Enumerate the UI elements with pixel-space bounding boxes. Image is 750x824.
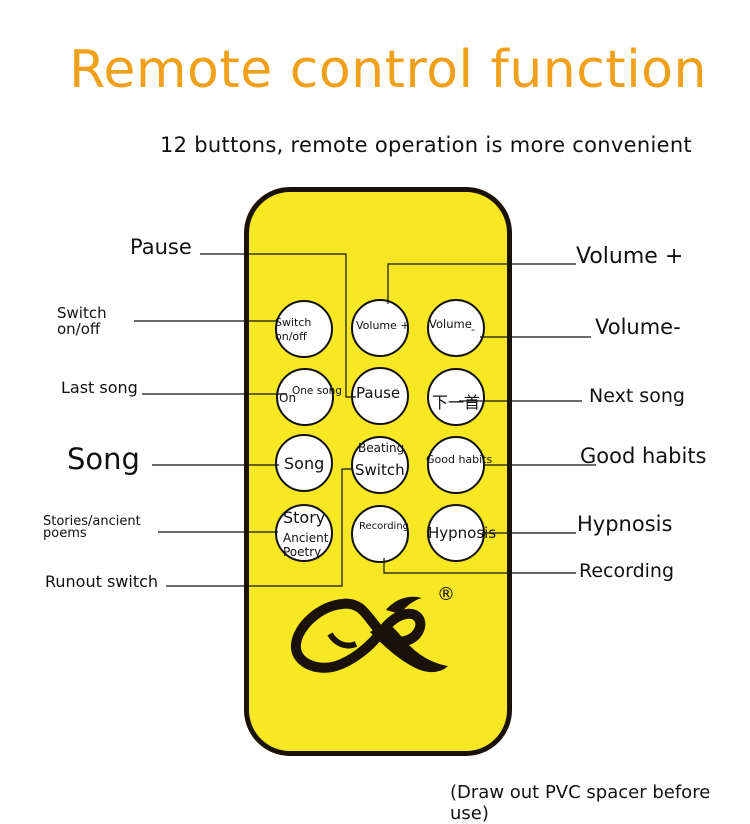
- story-ancient-poetry-button[interactable]: Story Ancient Poetry: [275, 504, 333, 562]
- callout-stories-line1: Stories/ancient: [43, 514, 141, 529]
- switch-onoff-label-line2: on/off: [275, 330, 307, 343]
- callout-runout-switch: Runout switch: [45, 572, 159, 591]
- volume-minus-sign: -: [471, 323, 475, 336]
- next-song-button[interactable]: 下一首: [427, 368, 485, 426]
- beating-switch-label: Switch: [355, 461, 405, 479]
- volume-plus-button[interactable]: Volume +: [351, 299, 410, 357]
- pause-button[interactable]: Pause: [351, 367, 409, 425]
- callout-recording: Recording: [579, 560, 675, 582]
- volume-plus-label: Volume +: [356, 319, 410, 332]
- callout-stories-line2: poems: [43, 526, 87, 541]
- volume-minus-button[interactable]: Volume -: [427, 299, 485, 357]
- registered-mark: ®: [437, 584, 455, 605]
- poetry-label: Poetry: [283, 545, 322, 559]
- brand-logo-icon: [291, 596, 448, 673]
- callout-good-habits: Good habits: [580, 444, 707, 468]
- callout-hypnosis: Hypnosis: [577, 512, 673, 536]
- one-song-label: One song: [292, 385, 342, 397]
- hypnosis-label: Hypnosis: [428, 524, 497, 542]
- callout-pause: Pause: [130, 235, 192, 259]
- song-button[interactable]: Song: [275, 434, 333, 492]
- good-habits-label: Good habits: [426, 453, 493, 466]
- callout-song: Song: [67, 442, 140, 476]
- volume-minus-label: Volume: [429, 317, 472, 331]
- callout-volume-plus: Volume +: [576, 244, 684, 269]
- good-habits-button[interactable]: Good habits: [426, 436, 492, 494]
- switch-onoff-label-line1: Switch: [275, 316, 312, 329]
- pause-label: Pause: [356, 384, 401, 402]
- story-label: Story: [283, 508, 326, 527]
- ancient-label: Ancient: [283, 531, 329, 545]
- callout-switch-line2: on/off: [57, 320, 101, 338]
- one-song-button[interactable]: On One song: [276, 368, 342, 426]
- song-label: Song: [284, 454, 325, 473]
- callout-switch-line1: Switch: [57, 304, 107, 322]
- switch-onoff-button[interactable]: Switch on/off: [275, 300, 333, 358]
- recording-label: Recording: [359, 521, 410, 532]
- callout-last-song: Last song: [61, 378, 138, 397]
- beating-switch-button[interactable]: Beating Switch: [351, 436, 409, 494]
- recording-button[interactable]: Recording: [351, 505, 409, 563]
- beating-label: Beating: [358, 441, 405, 455]
- page-title: Remote control function: [69, 40, 707, 100]
- subtitle: 12 buttons, remote operation is more con…: [160, 133, 692, 157]
- callout-volume-minus: Volume-: [595, 315, 681, 339]
- footnote: (Draw out PVC spacer before use): [450, 782, 711, 824]
- callout-next-song: Next song: [589, 385, 685, 407]
- hypnosis-button[interactable]: Hypnosis: [427, 504, 496, 562]
- next-song-label: 下一首: [432, 393, 481, 412]
